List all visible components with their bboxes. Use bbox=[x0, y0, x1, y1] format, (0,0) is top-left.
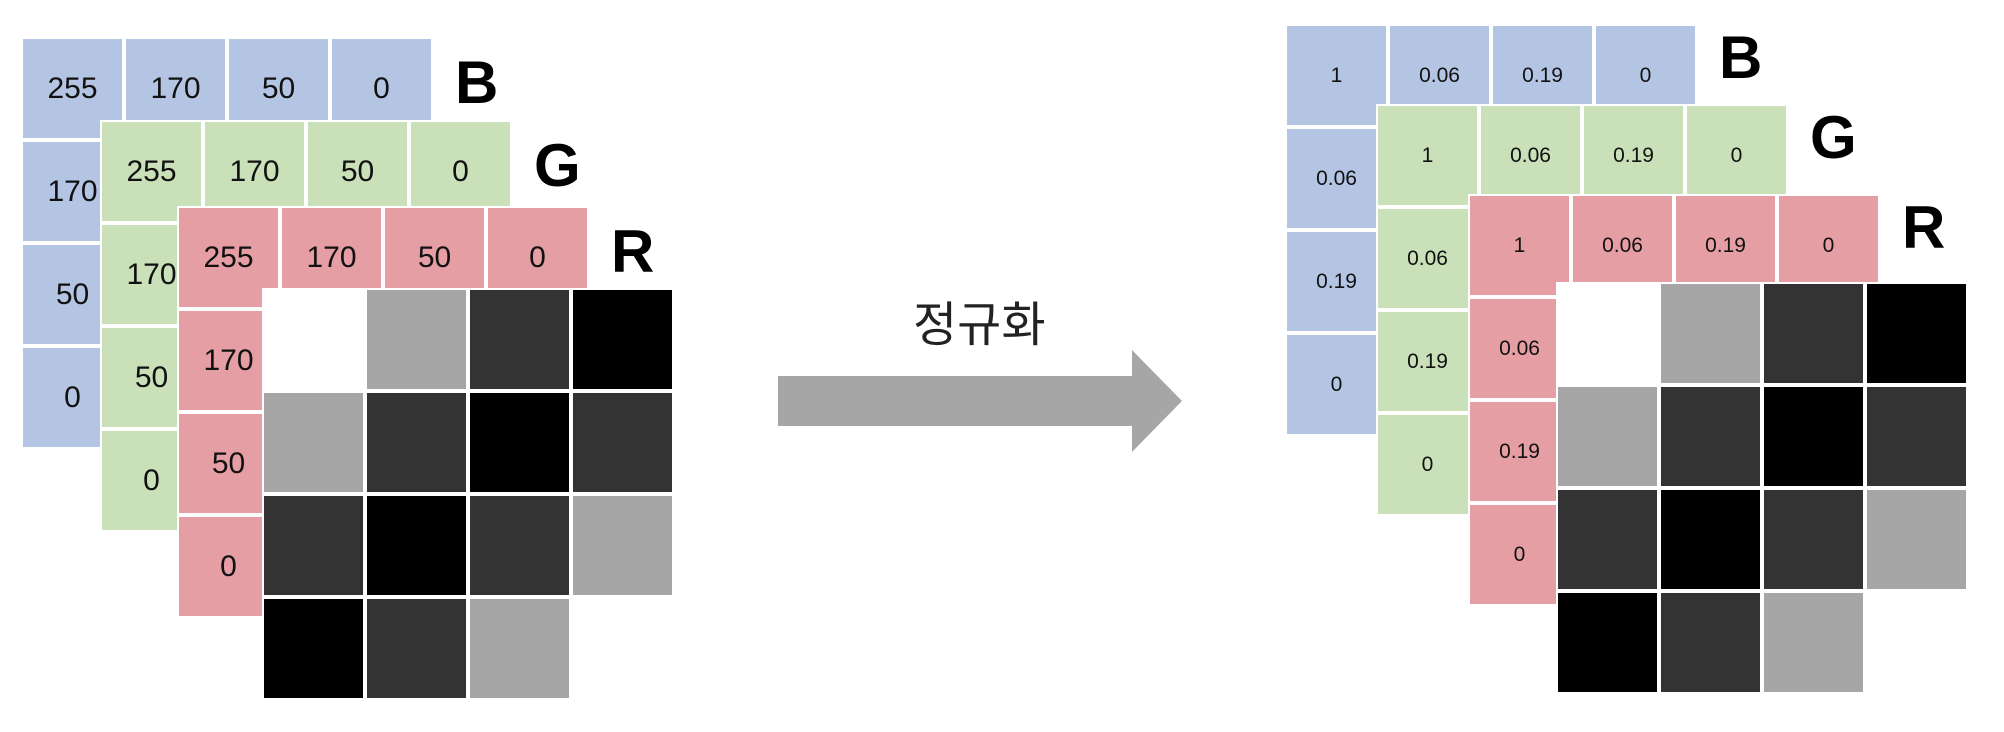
right-b-top-cell: 1 bbox=[1285, 24, 1388, 127]
left-g-top-cell: 255 bbox=[100, 120, 203, 223]
left-b-channel-label: B bbox=[455, 49, 499, 116]
left-pixel-cell bbox=[365, 597, 468, 700]
left-g-channel-label: G bbox=[534, 132, 581, 199]
right-pixel-cell bbox=[1659, 488, 1762, 591]
right-g-side-cell: 0.06 bbox=[1376, 207, 1479, 310]
left-r-channel-label: R bbox=[611, 218, 655, 285]
right-g-top-cell: 0 bbox=[1685, 104, 1788, 207]
left-pixel-cell bbox=[468, 391, 571, 494]
right-r-channel-label: R bbox=[1902, 194, 1946, 261]
right-r-side-cell: 0 bbox=[1468, 503, 1571, 606]
left-pixel-cell bbox=[571, 494, 674, 597]
right-pixel-cell bbox=[1556, 282, 1659, 385]
right-pixel-cell bbox=[1659, 282, 1762, 385]
left-pixel-cell bbox=[571, 391, 674, 494]
right-pixel-cell bbox=[1762, 385, 1865, 488]
right-g-side-cell: 0 bbox=[1376, 413, 1479, 516]
left-g-top-cell: 50 bbox=[306, 120, 409, 223]
right-r-side-cell: 0.19 bbox=[1468, 400, 1571, 503]
left-pixel-cell bbox=[468, 597, 571, 700]
left-pixel-cell bbox=[468, 494, 571, 597]
right-pixel-cell bbox=[1659, 385, 1762, 488]
right-g-top-cell: 1 bbox=[1376, 104, 1479, 207]
left-pixel-cell bbox=[262, 288, 365, 391]
left-pixel-cell bbox=[262, 597, 365, 700]
right-pixel-cell bbox=[1762, 488, 1865, 591]
right-arrow bbox=[778, 350, 1182, 452]
right-g-top-cell: 0.19 bbox=[1582, 104, 1685, 207]
right-g-channel-label: G bbox=[1810, 104, 1857, 171]
right-r-top-cell: 0 bbox=[1777, 194, 1880, 297]
right-r-top-cell: 0.06 bbox=[1571, 194, 1674, 297]
right-g-top-cell: 0.06 bbox=[1479, 104, 1582, 207]
left-pixel-cell bbox=[571, 288, 674, 391]
right-b-channel-label: B bbox=[1719, 24, 1763, 91]
right-r-top-cell: 1 bbox=[1468, 194, 1571, 297]
left-g-top-cell: 0 bbox=[409, 120, 512, 223]
right-pixel-cell bbox=[1556, 591, 1659, 694]
right-pixel-cell bbox=[1659, 591, 1762, 694]
right-g-side-cell: 0.19 bbox=[1376, 310, 1479, 413]
right-pixel-cell bbox=[1865, 385, 1968, 488]
right-pixel-cell bbox=[1865, 282, 1968, 385]
right-b-side-cell: 0.19 bbox=[1285, 230, 1388, 333]
right-pixel-cell bbox=[1556, 488, 1659, 591]
arrow-label: 정규화 bbox=[913, 299, 1046, 352]
right-b-side-cell: 0 bbox=[1285, 333, 1388, 436]
left-pixel-cell bbox=[262, 494, 365, 597]
left-pixel-cell bbox=[262, 391, 365, 494]
right-pixel-cell bbox=[1556, 385, 1659, 488]
left-pixel-cell bbox=[468, 288, 571, 391]
right-pixel-cell bbox=[1865, 488, 1968, 591]
right-b-side-cell: 0.06 bbox=[1285, 127, 1388, 230]
right-pixel-cell bbox=[1762, 591, 1865, 694]
left-pixel-cell bbox=[365, 494, 468, 597]
left-pixel-cell bbox=[365, 288, 468, 391]
right-pixel-cell bbox=[1762, 282, 1865, 385]
left-pixel-cell bbox=[365, 391, 468, 494]
right-r-side-cell: 0.06 bbox=[1468, 297, 1571, 400]
